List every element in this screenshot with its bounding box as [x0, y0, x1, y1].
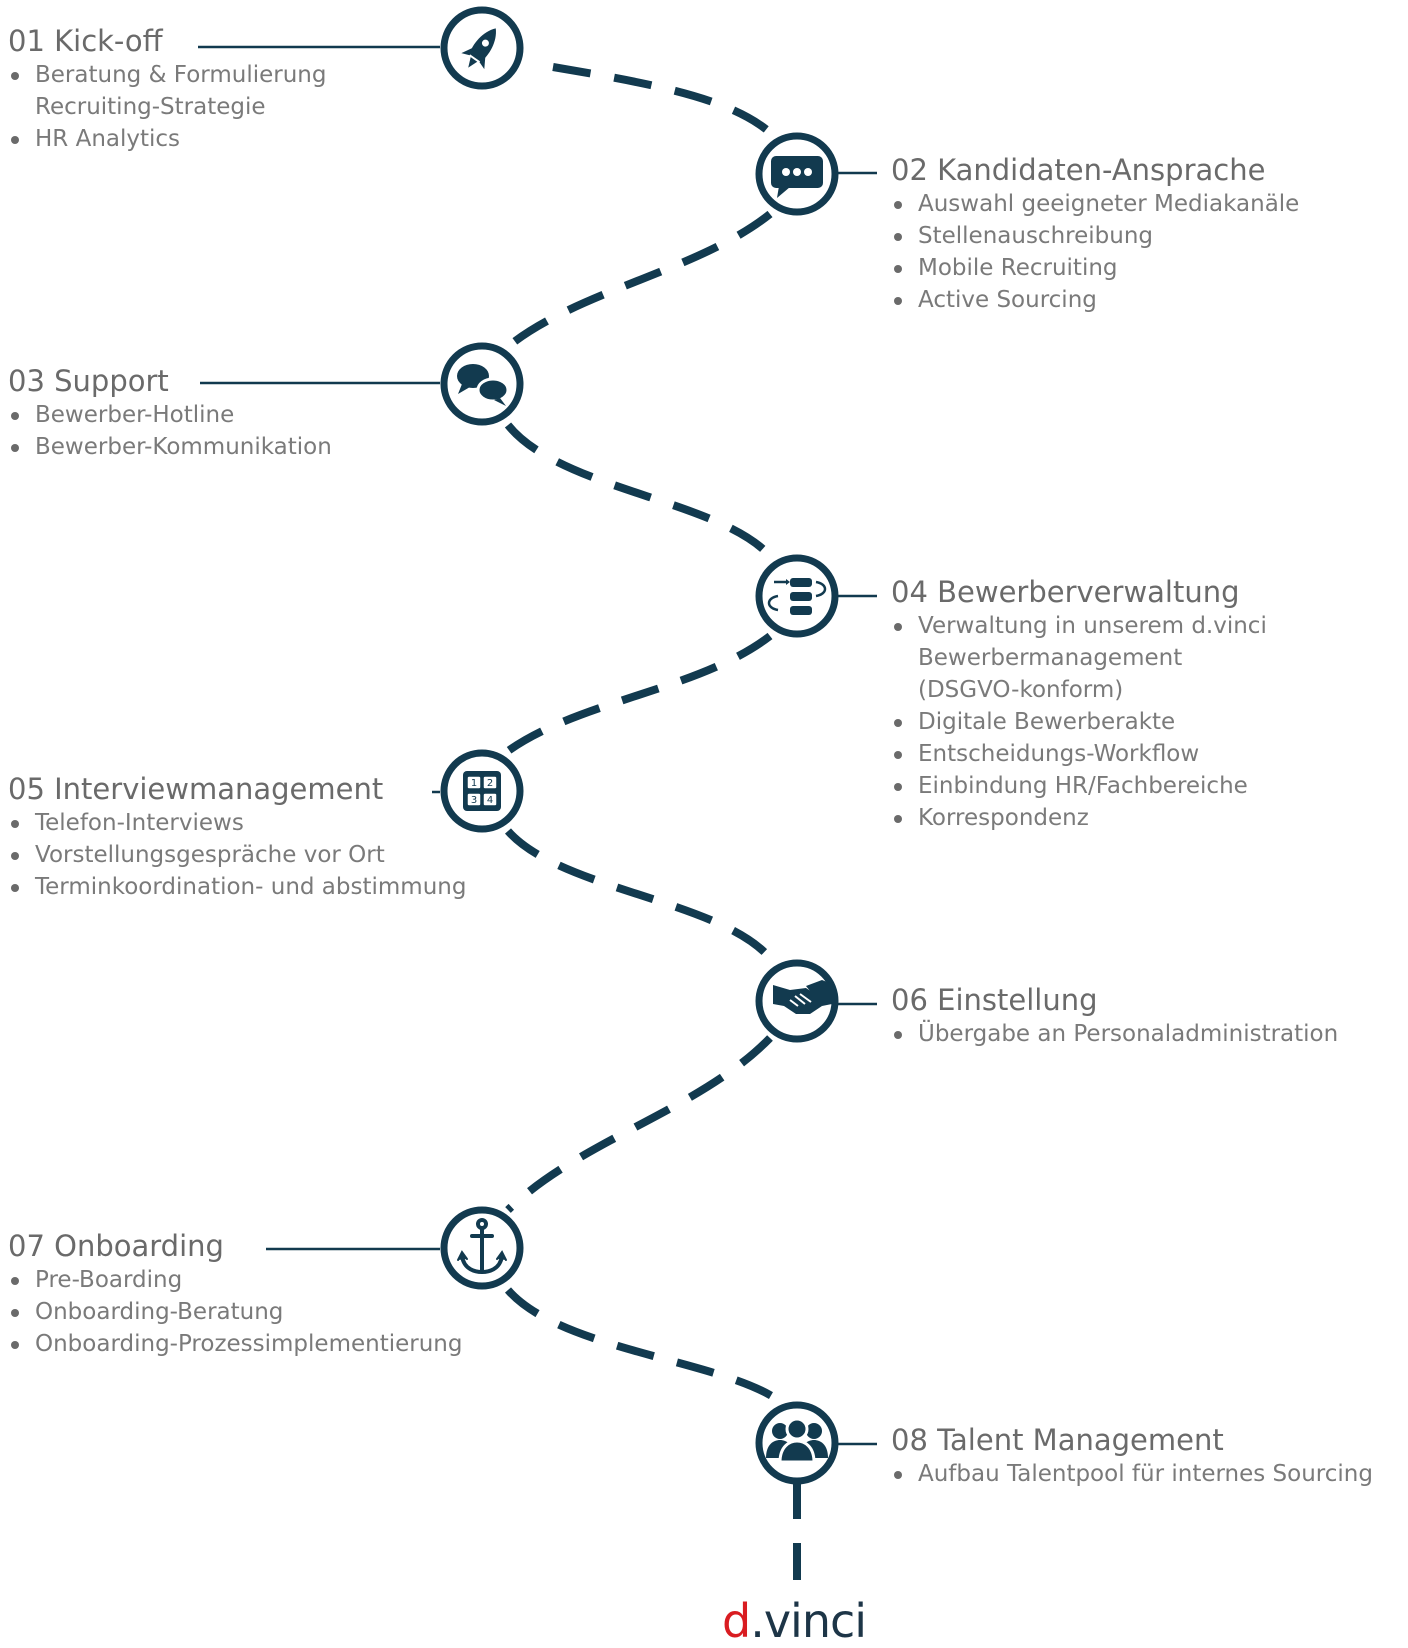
- step-items: Bewerber-Hotline Bewerber-Kommunikation: [8, 399, 332, 463]
- calendar-grid-icon: 1 2 3 4: [463, 771, 501, 811]
- step-02: 02 Kandidaten-Ansprache Auswahl geeignet…: [891, 152, 1299, 316]
- list-item: Recruiting-Strategie: [35, 94, 266, 120]
- people-group-icon: [766, 1417, 828, 1464]
- rocket-icon: [461, 28, 496, 70]
- grid-label: 2: [487, 778, 493, 789]
- list-item: Mobile Recruiting: [891, 252, 1299, 284]
- list-item: Korrespondenz: [891, 802, 1267, 834]
- step-03: 03 Support Bewerber-Hotline Bewerber-Kom…: [8, 363, 332, 463]
- list-item: Entscheidungs-Workflow: [891, 738, 1267, 770]
- dashed-connector: [504, 63, 801, 1580]
- list-item: Einbindung HR/Fachbereiche: [891, 770, 1267, 802]
- list-item: Übergabe an Personaladministration: [891, 1018, 1338, 1050]
- step-title: 02 Kandidaten-Ansprache: [891, 153, 1266, 187]
- list-item: Onboarding-Beratung: [8, 1296, 462, 1328]
- anchor-icon: [457, 1218, 507, 1275]
- step-items: Pre-Boarding Onboarding-Beratung Onboard…: [8, 1264, 462, 1360]
- logo-mark: d: [722, 1594, 751, 1648]
- step-title: 01 Kick-off: [8, 24, 163, 58]
- list-item: Bewerber-Hotline: [8, 399, 332, 431]
- step-05: 05 Interviewmanagement Telefon-Interview…: [8, 771, 466, 903]
- step-title: 06 Einstellung: [891, 983, 1098, 1017]
- list-item: Active Sourcing: [891, 284, 1299, 316]
- list-item: Auswahl geeigneter Mediakanäle: [891, 188, 1299, 220]
- list-item: HR Analytics: [8, 123, 326, 155]
- step-01: 01 Kick-off Beratung & Formulierung Recr…: [8, 23, 326, 155]
- dvinci-logo: d.vinci: [722, 1594, 867, 1648]
- step-title: 05 Interviewmanagement: [8, 772, 384, 806]
- list-item: Bewerber-Kommunikation: [8, 431, 332, 463]
- list-item: Digitale Bewerberakte: [891, 706, 1267, 738]
- list-item: Vorstellungsgespräche vor Ort: [8, 839, 466, 871]
- step-07: 07 Onboarding Pre-Boarding Onboarding-Be…: [8, 1228, 462, 1360]
- list-item: Telefon-Interviews: [8, 807, 466, 839]
- handshake-icon: [773, 980, 832, 1014]
- list-item: Aufbau Talentpool für internes Sourcing: [891, 1458, 1373, 1490]
- list-item: Onboarding-Prozessimplementierung: [8, 1328, 462, 1360]
- step-04: 04 Bewerberverwaltung Verwaltung in unse…: [891, 574, 1267, 834]
- chat-bubble-icon: [771, 156, 823, 198]
- step-06: 06 Einstellung Übergabe an Personaladmin…: [891, 982, 1338, 1050]
- logo-wordmark: .vinci: [750, 1594, 867, 1648]
- grid-label: 1: [471, 778, 477, 789]
- step-title: 03 Support: [8, 364, 169, 398]
- title-connectors: [198, 45, 877, 1446]
- grid-label: 3: [471, 795, 477, 806]
- step-08: 08 Talent Management Aufbau Talentpool f…: [891, 1422, 1373, 1490]
- step-items: Beratung & Formulierung Recruiting-Strat…: [8, 59, 326, 155]
- step-items: Übergabe an Personaladministration: [891, 1018, 1338, 1050]
- list-item: Bewerbermanagement: [918, 645, 1183, 671]
- step-items: Aufbau Talentpool für internes Sourcing: [891, 1458, 1373, 1490]
- step-items: Auswahl geeigneter Mediakanäle Stellenau…: [891, 188, 1299, 316]
- list-item: Stellenauschreibung: [891, 220, 1299, 252]
- list-item: Verwaltung in unserem d.vinci: [891, 610, 1267, 642]
- grid-label: 4: [487, 795, 493, 806]
- list-item: (DSGVO-konform): [918, 677, 1124, 703]
- list-item: Beratung & Formulierung: [8, 59, 326, 91]
- workflow-icon: [767, 578, 827, 615]
- step-items: Verwaltung in unserem d.vinci Bewerberma…: [891, 610, 1267, 834]
- step-title: 08 Talent Management: [891, 1423, 1224, 1457]
- list-item: Pre-Boarding: [8, 1264, 462, 1296]
- step-title: 04 Bewerberverwaltung: [891, 575, 1240, 609]
- step-items: Telefon-Interviews Vorstellungsgespräche…: [8, 807, 466, 903]
- list-item: Terminkoordination- und abstimmung: [8, 871, 466, 903]
- speech-bubbles-icon: [457, 364, 510, 406]
- step-title: 07 Onboarding: [8, 1229, 224, 1263]
